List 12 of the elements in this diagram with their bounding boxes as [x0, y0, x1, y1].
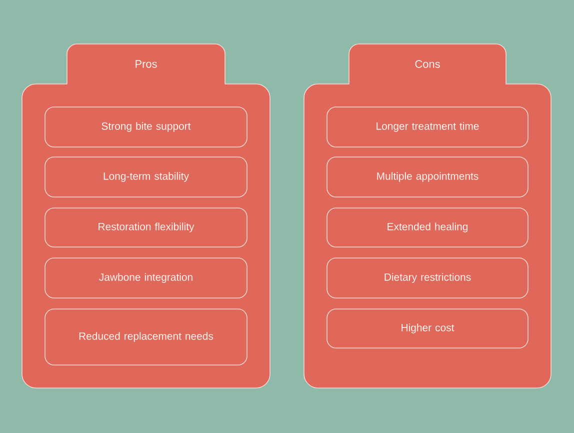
- item-box: Longer treatment time: [326, 106, 528, 148]
- item-box: Long-term stability: [44, 156, 248, 198]
- item-box: Multiple appointments: [326, 156, 528, 198]
- item-box: Reduced replacement needs: [44, 308, 248, 366]
- item-box: Dietary restrictions: [326, 258, 528, 298]
- item-box: Jawbone integration: [44, 258, 248, 298]
- item-box: Higher cost: [326, 308, 528, 348]
- node-label: Pros: [136, 60, 157, 68]
- item-box: Restoration flexibility: [44, 208, 248, 248]
- item-box: Strong bite support: [44, 106, 248, 148]
- node-label: Cons: [415, 60, 440, 68]
- item-box: Extended healing: [326, 208, 528, 248]
